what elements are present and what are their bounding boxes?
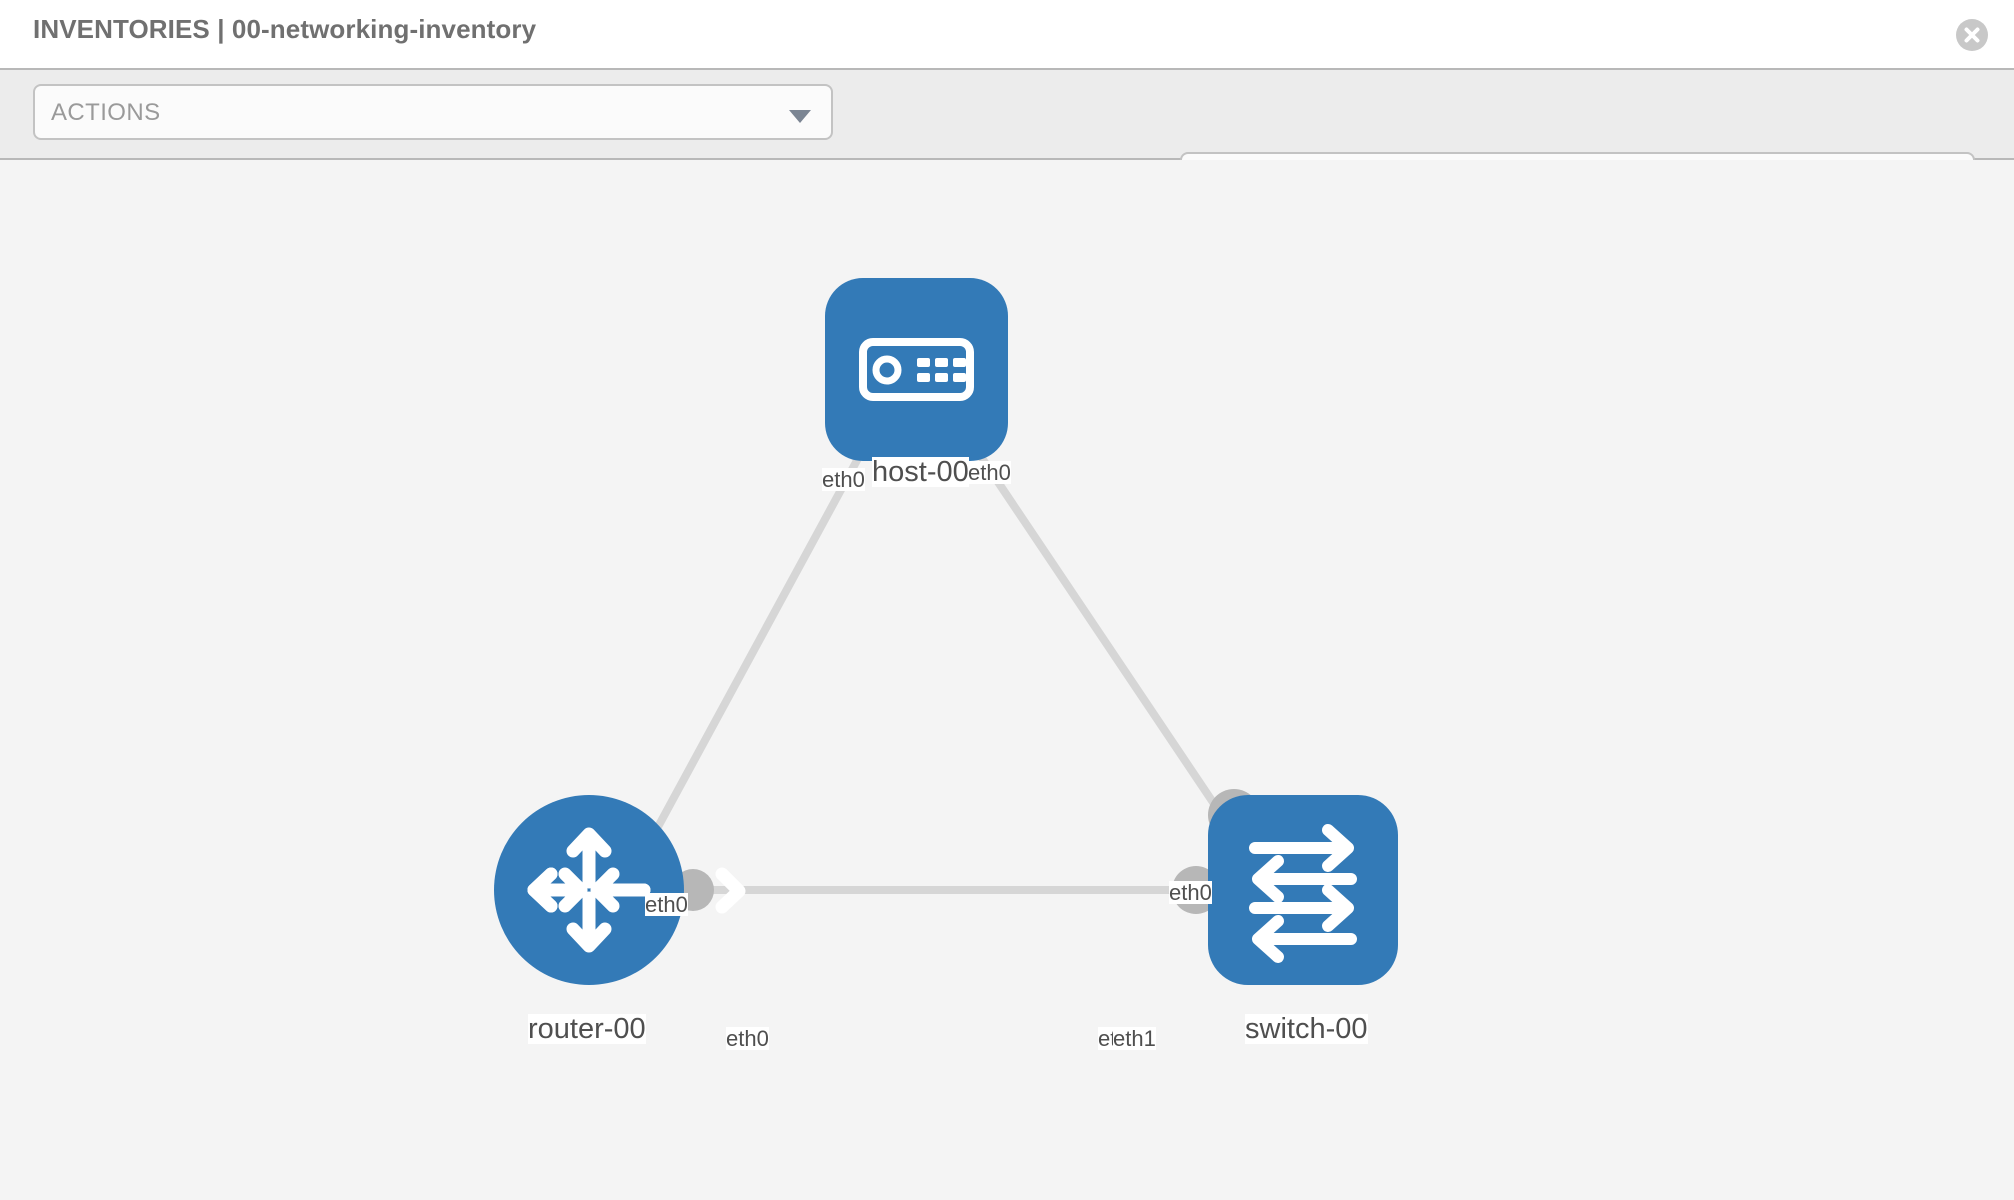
topology-links [636, 415, 1249, 894]
page-title: INVENTORIES | 00-networking-inventory [33, 14, 537, 44]
node-label-host-00: host-00 [872, 456, 969, 488]
chevron-down-icon [789, 110, 811, 123]
node-host-00 [825, 278, 1008, 461]
interface-label-router-up: eth0 [645, 892, 688, 917]
topology-canvas[interactable]: host-00 router-00 switch-00 eth0 eth0 et… [0, 160, 2014, 1200]
node-switch-00 [1208, 795, 1398, 985]
node-router-00 [494, 795, 746, 985]
link-host-switch [951, 415, 1249, 853]
toolbar: ACTIONS SEARCH [0, 68, 2014, 208]
close-icon[interactable] [1956, 19, 1988, 51]
page-header: INVENTORIES | 00-networking-inventory [0, 0, 2014, 68]
interface-label-switch-left: eth1 [1113, 1026, 1156, 1051]
interface-label-switch-up: eth0 [1169, 880, 1212, 905]
actions-placeholder: ACTIONS [51, 99, 161, 126]
node-label-router-00: router-00 [528, 1013, 646, 1045]
node-label-switch-00: switch-00 [1245, 1013, 1368, 1045]
interface-label-host-left: eth0 [822, 467, 865, 492]
interface-label-router-right: eth0 [726, 1026, 769, 1051]
topology-graph [494, 278, 1398, 985]
actions-dropdown[interactable]: ACTIONS [33, 84, 833, 140]
interface-label-host-right: eth0 [968, 460, 1011, 485]
link-host-router [636, 416, 884, 862]
